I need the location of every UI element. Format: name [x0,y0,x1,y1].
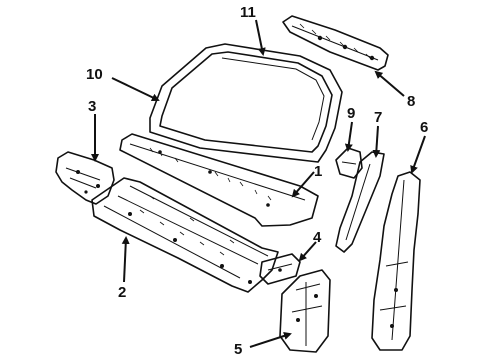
part-lower-bracket [259,253,301,285]
callout-2: 2 [118,284,126,301]
leader-9 [344,121,353,152]
callout-7: 7 [374,109,382,126]
part-windshield-pillar [335,151,385,253]
part-cowl-side-bracket [55,151,115,205]
callout-1: 1 [314,163,322,180]
leader-11 [255,19,266,56]
part-header-panel [282,15,389,71]
callout-8: 8 [407,93,415,110]
leader-lines [91,19,426,348]
callout-5: 5 [234,341,242,358]
callout-9: 9 [347,105,355,122]
leader-8 [374,70,405,97]
part-hinge-pillar [279,269,331,353]
leader-7 [372,125,381,158]
callout-10: 10 [86,66,103,83]
leader-10 [111,77,160,102]
part-windshield-glass [159,51,333,153]
part-windshield-molding [149,43,343,163]
callout-4: 4 [313,229,322,246]
callout-labels: 11 10 8 3 9 7 6 1 4 2 5 [86,4,428,358]
leader-5 [249,332,292,348]
leader-1 [291,171,315,198]
leader-6 [410,135,426,174]
callout-6: 6 [420,119,428,136]
callout-11: 11 [240,4,256,21]
part-cowl-panel [119,133,319,227]
part-dash-panel [91,177,279,293]
leader-4 [298,241,317,262]
part-body-pillar [371,171,421,351]
leader-2 [121,236,130,283]
callout-3: 3 [88,98,96,115]
